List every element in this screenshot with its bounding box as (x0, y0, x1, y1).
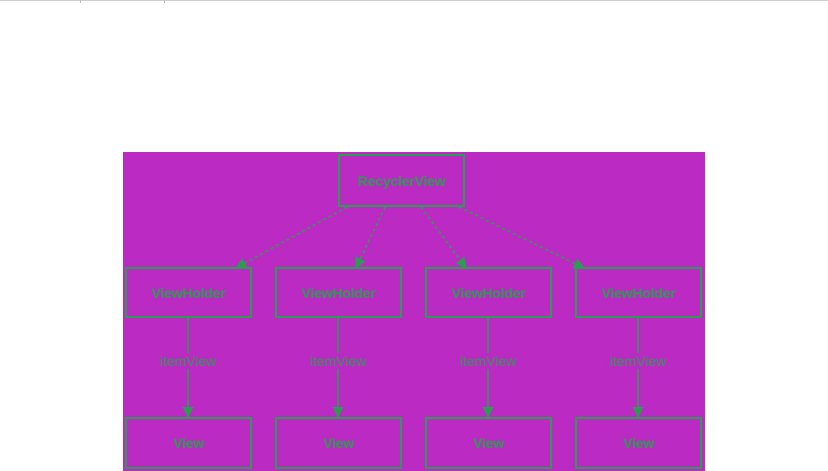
itemview-label-4: itemView (607, 353, 669, 369)
recyclerview-node: RecyclerView (338, 154, 465, 207)
edge-root-holder-1 (235, 206, 348, 269)
viewholder-node-1: ViewHolder (125, 267, 252, 318)
viewholder-node-4: ViewHolder (575, 267, 702, 318)
view-node-3: View (425, 417, 552, 469)
itemview-label-3: itemView (457, 353, 519, 369)
view-node-4: View (575, 417, 702, 469)
diagram-edges (182, 206, 644, 419)
view-node-2: View (275, 417, 402, 469)
view-node-1: View (125, 417, 252, 469)
itemview-label-2: itemView (307, 353, 369, 369)
edge-root-holder-2 (355, 206, 386, 270)
edge-root-holder-4 (458, 206, 586, 269)
diagram-canvas: RecyclerView ViewHolder ViewHolder ViewH… (123, 152, 705, 471)
viewholder-node-3: ViewHolder (425, 267, 552, 318)
itemview-label-1: itemView (157, 353, 219, 369)
top-tick (80, 0, 81, 3)
top-tick (164, 0, 165, 3)
top-rule (0, 0, 828, 1)
edge-root-holder-3 (420, 206, 467, 269)
viewholder-node-2: ViewHolder (275, 267, 402, 318)
